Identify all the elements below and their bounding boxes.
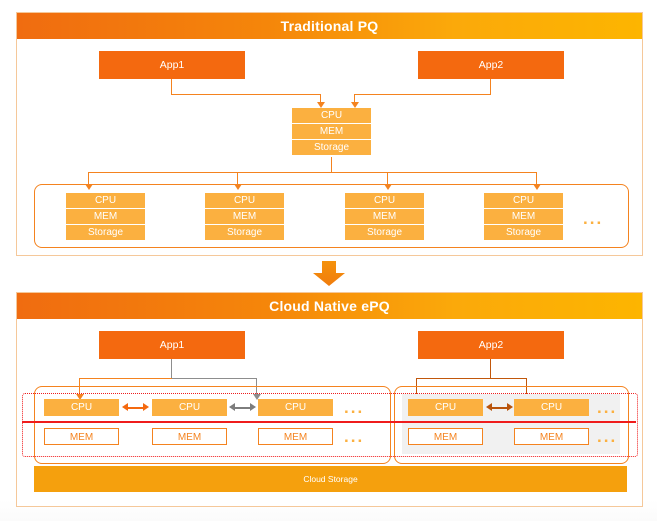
mem-row-ellipsis-app1: ...	[344, 427, 365, 446]
cpu-pill-1: CPU	[408, 399, 483, 416]
arrow-right-head	[507, 403, 513, 411]
arrow-bar	[127, 406, 144, 409]
worker-stack-4: CPU MEM Storage	[484, 193, 563, 240]
connector-app1-stem	[171, 359, 173, 379]
connector-worker3-drop	[387, 172, 389, 185]
connector-app1-drop	[320, 94, 322, 103]
worker-cell-mem: MEM	[66, 209, 145, 224]
traditional-pq-title: Traditional PQ	[17, 13, 642, 39]
connector-app1-vertical	[171, 79, 173, 95]
app-box-label: App1	[159, 339, 185, 351]
worker-cell-mem: MEM	[205, 209, 284, 224]
mem-pill-1: MEM	[408, 428, 483, 445]
arrowhead-worker-3	[384, 184, 392, 190]
cpu-pill-2: CPU	[152, 399, 227, 416]
mem-pill-3: MEM	[258, 428, 333, 445]
arrow-left-head	[122, 403, 128, 411]
arrow-left-head	[486, 403, 492, 411]
traditional-pq-panel: Traditional PQ App1 App2 CPU MEM Storage…	[16, 12, 643, 256]
cpu-row-ellipsis-app2: ...	[597, 398, 618, 417]
worker-cell-mem: MEM	[345, 209, 424, 224]
connector-app2-drop	[354, 94, 356, 103]
connector-app2-vertical	[490, 79, 492, 95]
worker-pool-container	[34, 184, 629, 248]
cpu-row-ellipsis-app1: ...	[344, 398, 365, 417]
transition-down-arrow-icon	[312, 261, 346, 287]
arrow-right-head	[250, 403, 256, 411]
group-container-app1	[34, 386, 391, 464]
coordinator-stack: CPU MEM Storage	[292, 108, 371, 155]
arrowhead-app1-to-cpu1	[76, 394, 84, 400]
worker-stack-1: CPU MEM Storage	[66, 193, 145, 240]
worker-pool-ellipsis: ...	[583, 209, 604, 228]
worker-cell-cpu: CPU	[66, 193, 145, 208]
arrowhead-worker-1	[85, 184, 93, 190]
app-box-app2[interactable]: App2	[418, 331, 564, 359]
connector-app1-horizontal	[171, 94, 321, 96]
bidirectional-arrow-cpu2-cpu3-icon	[229, 403, 256, 412]
group-container-app2	[394, 386, 629, 464]
worker-cell-cpu: CPU	[345, 193, 424, 208]
worker-cell-storage: Storage	[66, 225, 145, 240]
app-box-label: App1	[159, 59, 185, 71]
connector-app1-bus-left	[79, 378, 172, 380]
worker-stack-3: CPU MEM Storage	[345, 193, 424, 240]
arrowhead-app1-to-cpu3	[253, 394, 261, 400]
worker-cell-cpu: CPU	[484, 193, 563, 208]
connector-app2-bus	[416, 378, 527, 380]
cloud-storage-bar: Cloud Storage	[34, 466, 627, 492]
elastic-pool-dotted-outline	[22, 393, 638, 457]
cloud-native-epq-title: Cloud Native ePQ	[17, 293, 642, 319]
cpu-pill-3: CPU	[258, 399, 333, 416]
app-box-label: App2	[478, 59, 504, 71]
coordinator-cell-mem: MEM	[292, 124, 371, 139]
arrowhead-app1-to-coordinator	[317, 102, 325, 108]
worker-cell-storage: Storage	[484, 225, 563, 240]
bidirectional-arrow-cpu1-cpu2-icon	[122, 403, 149, 412]
worker-cell-cpu: CPU	[205, 193, 284, 208]
worker-stack-2: CPU MEM Storage	[205, 193, 284, 240]
connector-app2-horizontal	[354, 94, 491, 96]
mem-pill-1: MEM	[44, 428, 119, 445]
arrowhead-worker-4	[533, 184, 541, 190]
arrow-left-head	[229, 403, 235, 411]
bidirectional-arrow-cpu1-cpu2-icon	[486, 403, 513, 412]
connector-worker2-drop	[237, 172, 239, 185]
coordinator-cell-storage: Storage	[292, 140, 371, 155]
cloud-native-epq-panel: Cloud Native ePQ App1 App2 CPU CPU CPU .…	[16, 292, 643, 507]
connector-worker4-drop	[536, 172, 538, 185]
arrowhead-worker-2	[234, 184, 242, 190]
worker-cell-storage: Storage	[345, 225, 424, 240]
arrowhead-app2-to-coordinator	[351, 102, 359, 108]
mem-pill-2: MEM	[514, 428, 589, 445]
connector-app1-bus-right	[171, 378, 257, 380]
app-box-app1[interactable]: App1	[99, 331, 245, 359]
mem-row-ellipsis-app2: ...	[597, 427, 618, 446]
worker-cell-storage: Storage	[205, 225, 284, 240]
arrow-right-head	[143, 403, 149, 411]
arrow-bar	[234, 406, 251, 409]
arrow-bar	[491, 406, 508, 409]
cpu-pill-1: CPU	[44, 399, 119, 416]
mem-pill-2: MEM	[152, 428, 227, 445]
cpu-pill-2: CPU	[514, 399, 589, 416]
app-box-app1[interactable]: App1	[99, 51, 245, 79]
connector-workers-bus	[88, 172, 537, 174]
app-box-app2[interactable]: App2	[418, 51, 564, 79]
connector-app2-stem	[490, 359, 492, 379]
coordinator-cell-cpu: CPU	[292, 108, 371, 123]
compute-memory-separation-line	[22, 421, 636, 423]
connector-coordinator-down	[331, 157, 333, 173]
connector-worker1-drop	[88, 172, 90, 185]
app-box-label: App2	[478, 339, 504, 351]
worker-cell-mem: MEM	[484, 209, 563, 224]
